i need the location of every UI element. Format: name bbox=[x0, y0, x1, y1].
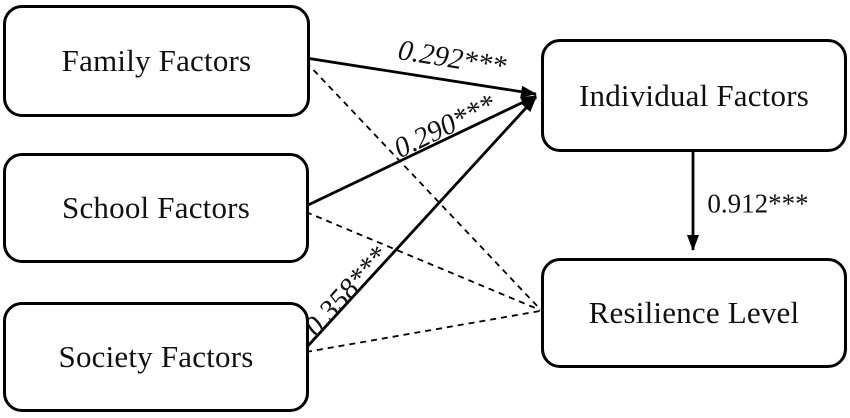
society-to-individual-arrow bbox=[304, 96, 538, 349]
node-resilience-level: Resilience Level bbox=[541, 258, 847, 368]
family-to-resilience-dashed-line bbox=[305, 61, 541, 310]
node-school-factors: School Factors bbox=[3, 153, 309, 263]
node-resilience-level-label: Resilience Level bbox=[588, 295, 800, 330]
node-family-factors: Family Factors bbox=[3, 5, 310, 117]
node-individual-factors-label: Individual Factors bbox=[578, 77, 810, 113]
node-society-factors: Society Factors bbox=[3, 302, 309, 412]
coefficient-individual-to-resilience: 0.912*** bbox=[707, 188, 809, 219]
node-family-factors-label: Family Factors bbox=[61, 43, 252, 78]
school-to-individual-arrow bbox=[305, 94, 537, 208]
node-school-factors-label: School Factors bbox=[62, 190, 250, 225]
school-to-resilience-dashed-line bbox=[305, 211, 541, 311]
node-individual-factors: Individual Factors bbox=[541, 39, 847, 152]
node-society-factors-label: Society Factors bbox=[58, 339, 254, 374]
family-to-individual-arrow bbox=[305, 56, 537, 98]
